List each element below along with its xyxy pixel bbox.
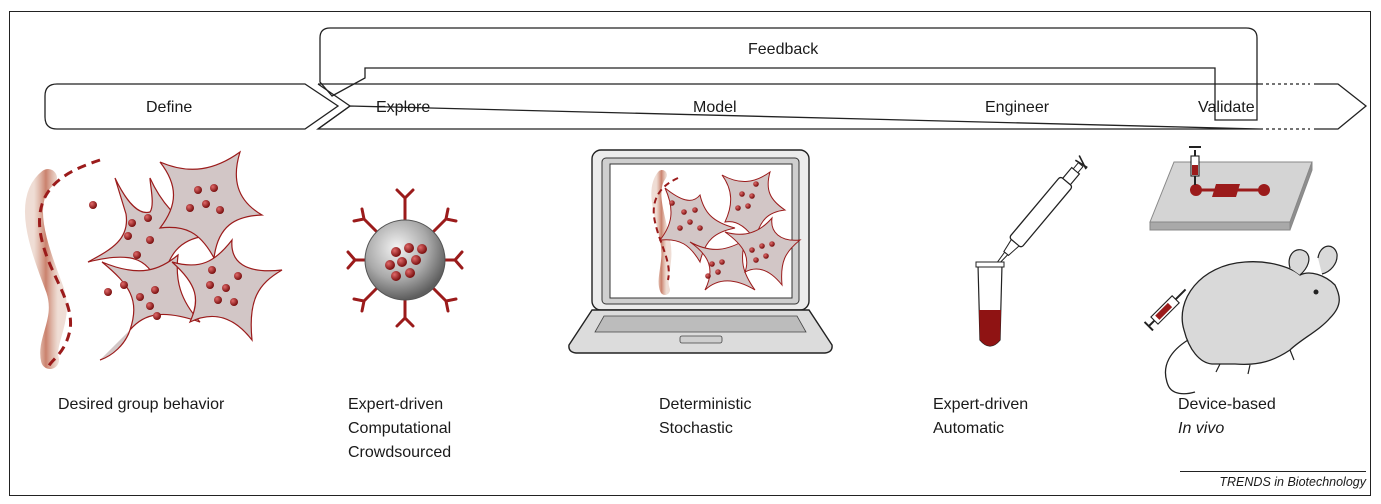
caption-explore: Expert-driven Computational Crowdsourced xyxy=(348,393,451,465)
process-arrow-head xyxy=(1314,83,1368,130)
stage-explore: Explore xyxy=(376,99,431,116)
stage-model: Model xyxy=(693,99,737,116)
stage-define: Define xyxy=(146,99,193,116)
explore-nanoparticle-illustration xyxy=(346,188,464,328)
feedback-loop xyxy=(319,27,1258,121)
define-cells-illustration xyxy=(25,150,283,369)
stage-validate: Validate xyxy=(1198,99,1255,116)
caption-explore-line: Crowdsourced xyxy=(348,444,452,461)
validate-mouse-illustration xyxy=(1143,245,1340,395)
caption-explore-line: Computational xyxy=(348,420,452,437)
engineer-pipette-illustration xyxy=(975,155,1088,347)
caption-define-line: Desired group behavior xyxy=(58,396,225,413)
define-arrow xyxy=(44,83,340,130)
caption-model: Deterministic Stochastic xyxy=(659,393,751,441)
journal-footer: TRENDS in Biotechnology xyxy=(1180,471,1366,490)
caption-validate: Device-based In vivo xyxy=(1178,393,1276,441)
caption-validate-line-italic: In vivo xyxy=(1178,420,1225,437)
caption-engineer-line: Automatic xyxy=(933,420,1005,437)
model-laptop-illustration xyxy=(568,149,833,354)
stage-engineer: Engineer xyxy=(985,99,1050,116)
process-arrow-left xyxy=(317,83,352,130)
caption-explore-line: Expert-driven xyxy=(348,396,444,413)
caption-engineer: Expert-driven Automatic xyxy=(933,393,1028,441)
figure-frame xyxy=(9,11,1371,496)
validate-device-illustration xyxy=(1149,146,1313,231)
process-arrow xyxy=(315,83,1261,130)
caption-validate-line: Device-based xyxy=(1178,396,1276,413)
feedback-label: Feedback xyxy=(748,41,819,58)
caption-define: Desired group behavior xyxy=(58,393,224,417)
process-arrow-dots xyxy=(1260,83,1310,130)
caption-engineer-line: Expert-driven xyxy=(933,396,1029,413)
caption-model-line: Deterministic xyxy=(659,396,752,413)
caption-model-line: Stochastic xyxy=(659,420,733,437)
